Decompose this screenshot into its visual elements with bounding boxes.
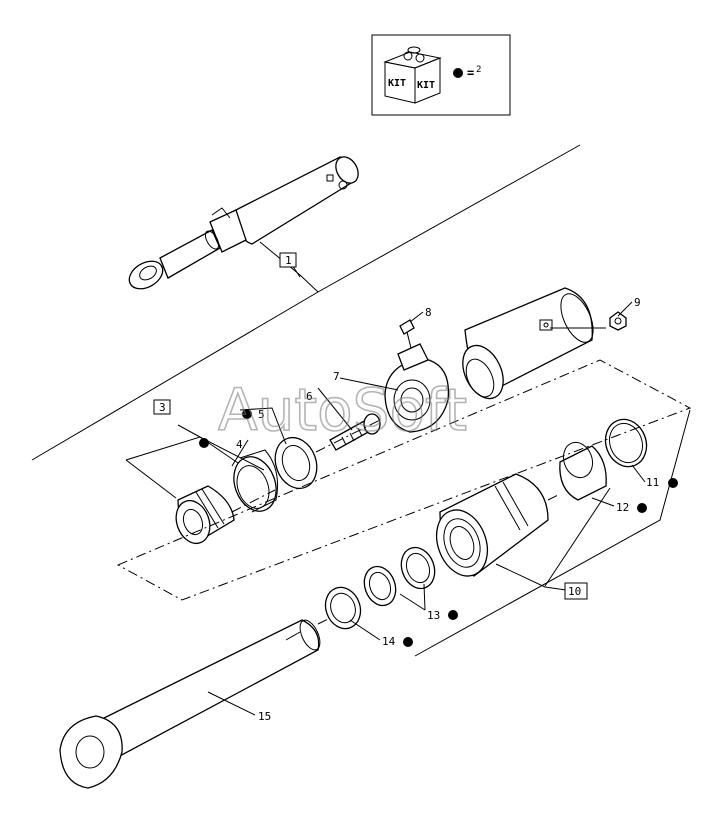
watermark-text: AutoSoft — [218, 376, 467, 444]
callout-1: 1 — [285, 254, 292, 267]
seal-rings-13 — [363, 546, 436, 607]
kit-bullet-13 — [448, 610, 458, 620]
kit-legend: KIT KIT = 2 — [371, 34, 511, 116]
grease-fitting — [609, 311, 627, 331]
bushing-12 — [559, 441, 607, 501]
axis-line-gland-nut — [315, 419, 381, 453]
axis-line-piston — [231, 489, 276, 513]
kit-bullet-5 — [242, 409, 252, 419]
cylinder-assembly — [128, 156, 359, 290]
callout-box-1 — [279, 252, 297, 268]
callout-6: 6 — [306, 390, 313, 403]
kit-legend-frame — [371, 34, 511, 116]
kit-bullet-14 — [403, 637, 413, 647]
axis-line-gland — [547, 493, 561, 501]
kit-box-icon: KIT KIT — [383, 46, 442, 104]
dashed-kit-envelope — [116, 359, 692, 601]
axis-line-rod — [317, 617, 331, 625]
callout-11: 11 — [646, 476, 659, 489]
wear-ring-5 — [274, 436, 318, 490]
callout-14: 14 — [382, 635, 396, 648]
piston — [175, 485, 235, 545]
kit-bullet-12 — [637, 503, 647, 513]
kit-tag-left: KIT — [388, 78, 406, 89]
callout-8: 8 — [425, 306, 432, 319]
retaining-ring-11 — [604, 418, 648, 468]
callout-10: 10 — [568, 585, 581, 598]
wiper-seal-14 — [324, 586, 362, 630]
callout-15: 15 — [258, 710, 271, 723]
callout-13: 13 — [427, 609, 440, 622]
callout-5: 5 — [258, 408, 265, 421]
callout-box-10 — [564, 582, 588, 600]
cylinder-barrel — [462, 287, 594, 400]
callout-12: 12 — [616, 501, 629, 514]
gland-housing — [435, 473, 549, 577]
kit-equals-value: 2 — [476, 65, 481, 75]
callout-7: 7 — [333, 370, 340, 383]
piston-rod — [59, 619, 321, 789]
callout-4: 4 — [236, 438, 243, 451]
callout-9: 9 — [634, 296, 641, 309]
kit-tag-right: KIT — [417, 80, 435, 91]
seal-ring-4 — [233, 449, 279, 513]
kit-bullet-icon — [453, 68, 463, 78]
callout-3: 3 — [159, 401, 166, 414]
callout-box-3 — [153, 399, 171, 415]
kit-bullet-11 — [668, 478, 678, 488]
kit-equals-sign: = — [467, 66, 474, 80]
gland-nut — [384, 343, 450, 433]
kit-bullet-4 — [199, 438, 209, 448]
